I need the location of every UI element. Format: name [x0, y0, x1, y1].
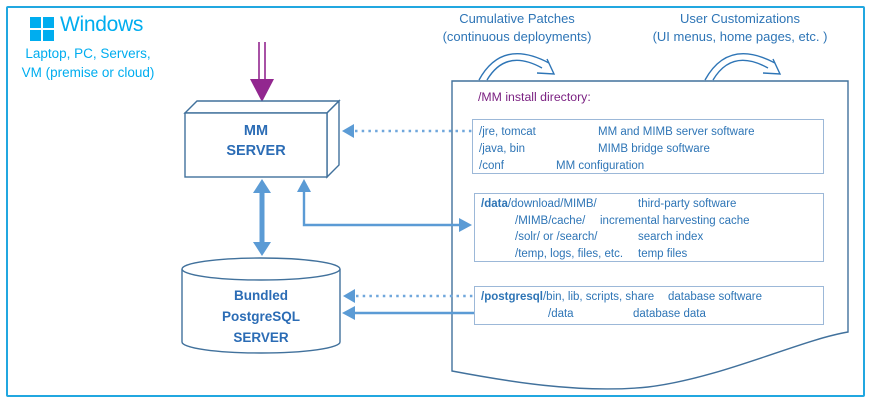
install-directory-title: /MM install directory:	[478, 90, 591, 104]
dir-row: /data/download/MIMB/ third-party softwar…	[481, 198, 737, 210]
postgresql-directory-box: /postgresql/bin, lib, scripts, share dat…	[474, 286, 824, 325]
user-customizations-label: User Customizations (UI menus, home page…	[640, 10, 840, 46]
deployment-arrow-icon	[250, 42, 274, 102]
mm-data-connector-icon	[297, 179, 472, 232]
dir-row: /temp, logs, files, etc. temp files	[515, 247, 688, 260]
platform-description: Laptop, PC, Servers, VM (premise or clou…	[8, 44, 168, 82]
windows-wordmark: Windows	[60, 13, 144, 36]
dir-row: /conf MM configuration	[479, 160, 645, 172]
platform-line2: VM (premise or cloud)	[21, 65, 155, 80]
customizations-line2: (UI menus, home pages, etc. )	[652, 29, 828, 44]
platform-line1: Laptop, PC, Servers,	[25, 46, 151, 61]
outer-border	[6, 6, 865, 397]
mm-server-shape	[183, 99, 341, 179]
patches-line1: Cumulative Patches	[459, 11, 575, 26]
postgres-cylinder-shape	[181, 257, 341, 354]
data-directory-box: /data/download/MIMB/ third-party softwar…	[474, 193, 824, 262]
postgres-server-label: Bundled PostgreSQL SERVER	[182, 285, 340, 348]
patches-curved-arrow-icon	[478, 53, 556, 81]
customizations-curved-arrow-icon	[704, 53, 782, 81]
software-mm-dotted-arrow-icon	[342, 124, 472, 138]
dir-row: /data database data	[548, 308, 706, 320]
cumulative-patches-label: Cumulative Patches (continuous deploymen…	[417, 10, 617, 46]
mm-line1: MM	[243, 123, 269, 139]
mm-line2: SERVER	[226, 143, 286, 159]
windows-logo-icon	[30, 17, 54, 41]
dir-row: /postgresql/bin, lib, scripts, share dat…	[481, 291, 762, 303]
dir-row: /java, bin MIMB bridge software	[479, 143, 710, 155]
pg-line3: SERVER	[233, 330, 289, 345]
server-software-box: /jre, tomcat MM and MIMB server software…	[472, 119, 824, 174]
pg-line1: Bundled	[234, 288, 288, 303]
pg-line2: PostgreSQL	[221, 309, 300, 324]
dir-row: /jre, tomcat MM and MIMB server software	[479, 126, 755, 138]
software-postgres-dotted-arrow-icon	[343, 289, 474, 303]
dir-row: /MIMB/cache/ incremental harvesting cach…	[515, 214, 750, 227]
mm-server-label: MM SERVER	[185, 121, 327, 161]
mm-postgres-connector-icon	[253, 179, 271, 256]
patches-line2: (continuous deployments)	[442, 29, 592, 44]
customizations-line1: User Customizations	[680, 11, 800, 26]
dir-row: /solr/ or /search/ search index	[515, 231, 704, 243]
